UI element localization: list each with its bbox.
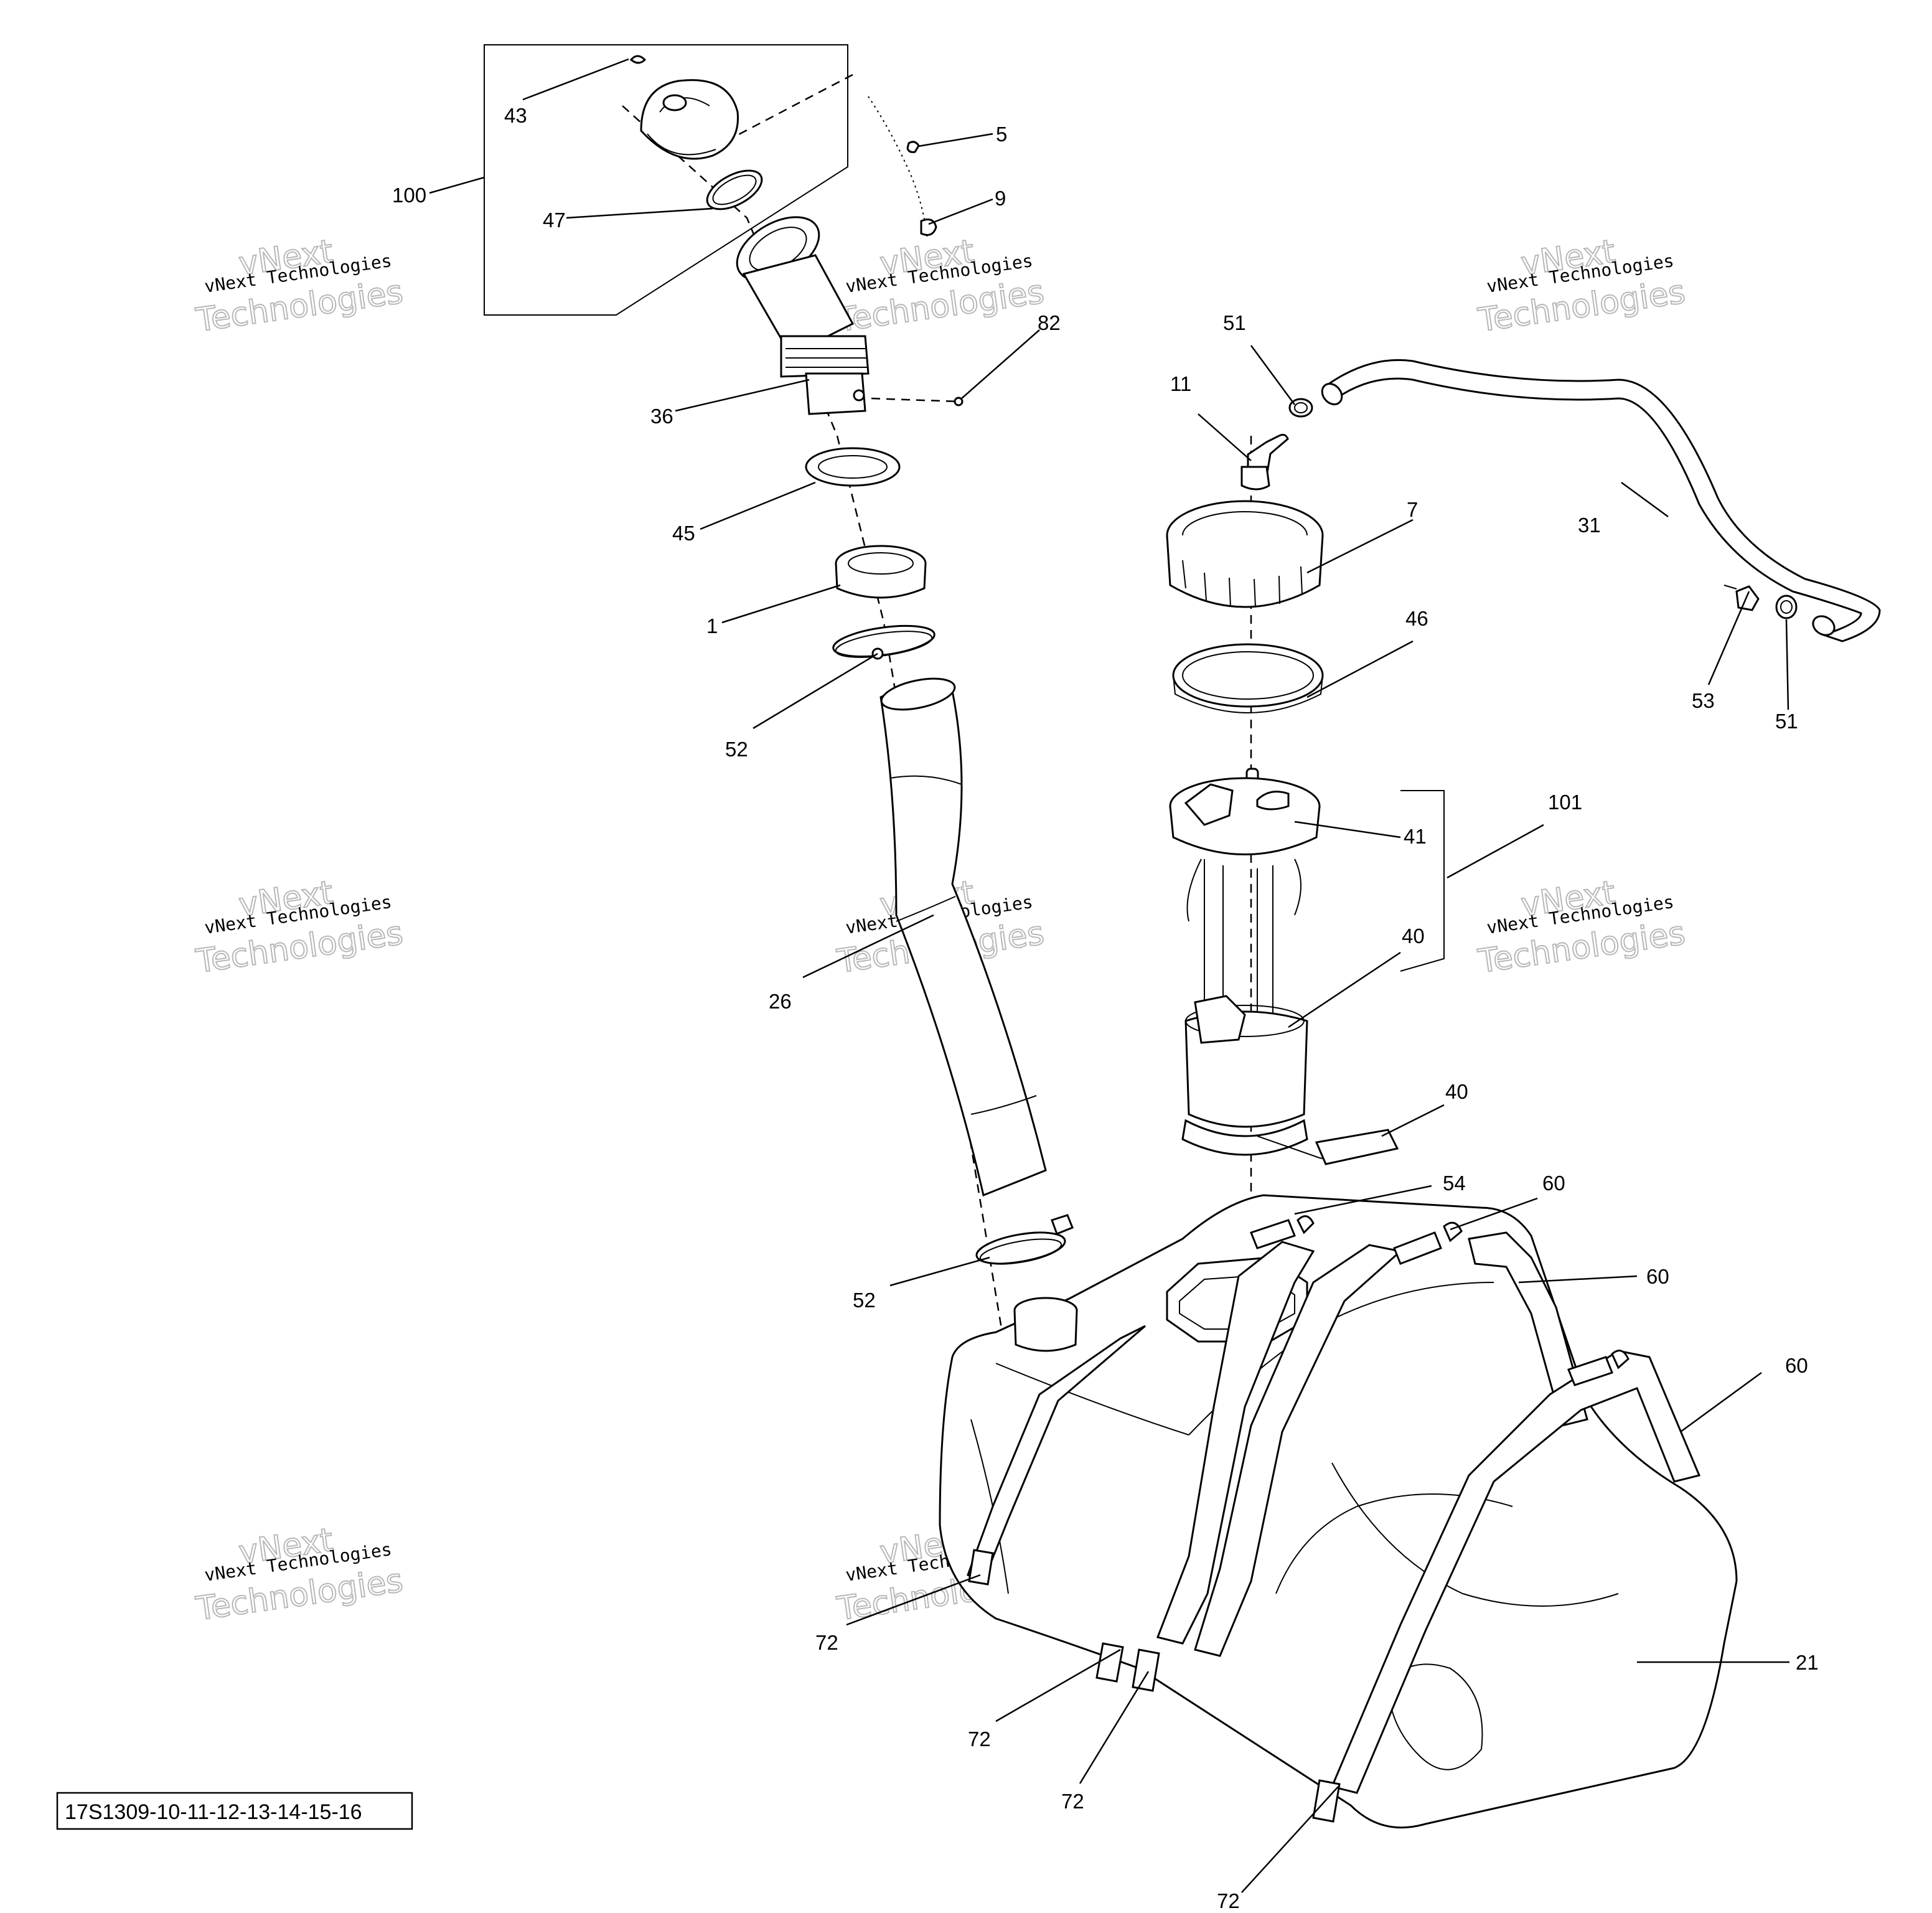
callout-52-upper: 52 bbox=[725, 738, 748, 761]
check-valve-53 bbox=[1723, 585, 1760, 611]
reference-code-box: 17S1309-10-11-12-13-14-15-16 bbox=[56, 1792, 413, 1830]
axis-filler-cap bbox=[721, 73, 853, 144]
watermark-top-center: vNext vNext Technologies Technologies bbox=[834, 232, 1047, 340]
callout-43: 43 bbox=[504, 104, 527, 127]
watermark-bottom-left: vNext vNext Technologies Technologies bbox=[193, 1521, 406, 1629]
watermark-top-right: vNext vNext Technologies Technologies bbox=[1475, 232, 1688, 340]
callout-72-d: 72 bbox=[1217, 1889, 1240, 1912]
callout-60-a: 60 bbox=[1542, 1172, 1565, 1195]
callout-72-b: 72 bbox=[968, 1727, 991, 1751]
axis-screw-82 bbox=[871, 397, 959, 403]
callout-52-lower: 52 bbox=[853, 1289, 876, 1312]
hose-clamp-51-top bbox=[1288, 398, 1313, 418]
callout-45: 45 bbox=[672, 522, 695, 545]
fuel-cap bbox=[629, 55, 739, 160]
callout-26: 26 bbox=[769, 990, 792, 1013]
callout-47: 47 bbox=[543, 209, 566, 232]
watermark-mid-left: vNext vNext Technologies Technologies bbox=[193, 873, 406, 981]
axis-filler bbox=[622, 105, 1010, 1370]
nut-1 bbox=[835, 545, 927, 599]
callout-53: 53 bbox=[1692, 689, 1715, 712]
callout-36: 36 bbox=[650, 405, 673, 428]
locking-ring-7 bbox=[1166, 500, 1324, 608]
strap-buckle-54 bbox=[1250, 1215, 1315, 1249]
watermark-top-left: vNext vNext Technologies Technologies bbox=[193, 232, 406, 340]
gasket-45 bbox=[805, 447, 901, 487]
callout-72-c: 72 bbox=[1061, 1790, 1084, 1813]
clamp-52-lower bbox=[975, 1214, 1074, 1265]
callout-72-a: 72 bbox=[815, 1631, 838, 1654]
callout-101: 101 bbox=[1548, 791, 1582, 814]
callout-60-b: 60 bbox=[1646, 1265, 1669, 1288]
callout-11: 11 bbox=[1170, 372, 1191, 395]
callout-51-bottom: 51 bbox=[1775, 710, 1798, 733]
callout-labels: 43 5 100 47 9 82 36 45 1 52 26 52 51 11 … bbox=[392, 104, 1819, 1912]
callout-1: 1 bbox=[706, 614, 718, 637]
callout-31: 31 bbox=[1578, 514, 1601, 537]
callout-41: 41 bbox=[1404, 825, 1427, 848]
vent-hose-31 bbox=[1321, 359, 1881, 642]
callout-40-upper: 40 bbox=[1402, 924, 1425, 947]
callout-9: 9 bbox=[995, 187, 1006, 210]
callout-46: 46 bbox=[1405, 607, 1428, 630]
callout-54: 54 bbox=[1443, 1172, 1466, 1195]
o-ring-47 bbox=[706, 169, 763, 210]
reference-code: 17S1309-10-11-12-13-14-15-16 bbox=[65, 1800, 362, 1824]
fuel-pump-module bbox=[1169, 768, 1399, 1165]
callout-100: 100 bbox=[392, 184, 426, 207]
kit-100-outline bbox=[484, 44, 848, 316]
seal-46 bbox=[1172, 643, 1324, 713]
strap-buckles-72 bbox=[968, 1549, 1341, 1823]
bracket-101 bbox=[1400, 790, 1445, 972]
clamp-52-upper bbox=[832, 624, 936, 660]
callout-7: 7 bbox=[1407, 498, 1418, 521]
callout-40-lower: 40 bbox=[1445, 1080, 1468, 1103]
fuel-tank-21 bbox=[939, 1194, 1738, 1829]
leader-lines bbox=[429, 58, 1789, 1893]
callout-51-top: 51 bbox=[1223, 311, 1246, 334]
watermark-mid-right: vNext vNext Technologies Technologies bbox=[1475, 873, 1688, 981]
elbow-fitting-11 bbox=[1240, 433, 1289, 491]
filler-neck bbox=[736, 216, 870, 415]
cap-tether bbox=[868, 96, 937, 240]
callout-82: 82 bbox=[1038, 311, 1061, 334]
hose-clamp-51-bottom bbox=[1775, 595, 1798, 619]
strap-buckles-60 bbox=[1393, 1221, 1630, 1386]
callout-60-c: 60 bbox=[1785, 1354, 1808, 1377]
callout-5: 5 bbox=[996, 123, 1007, 146]
callout-21: 21 bbox=[1796, 1651, 1819, 1674]
screw-82 bbox=[954, 397, 964, 407]
filler-hose-26 bbox=[879, 677, 1047, 1197]
